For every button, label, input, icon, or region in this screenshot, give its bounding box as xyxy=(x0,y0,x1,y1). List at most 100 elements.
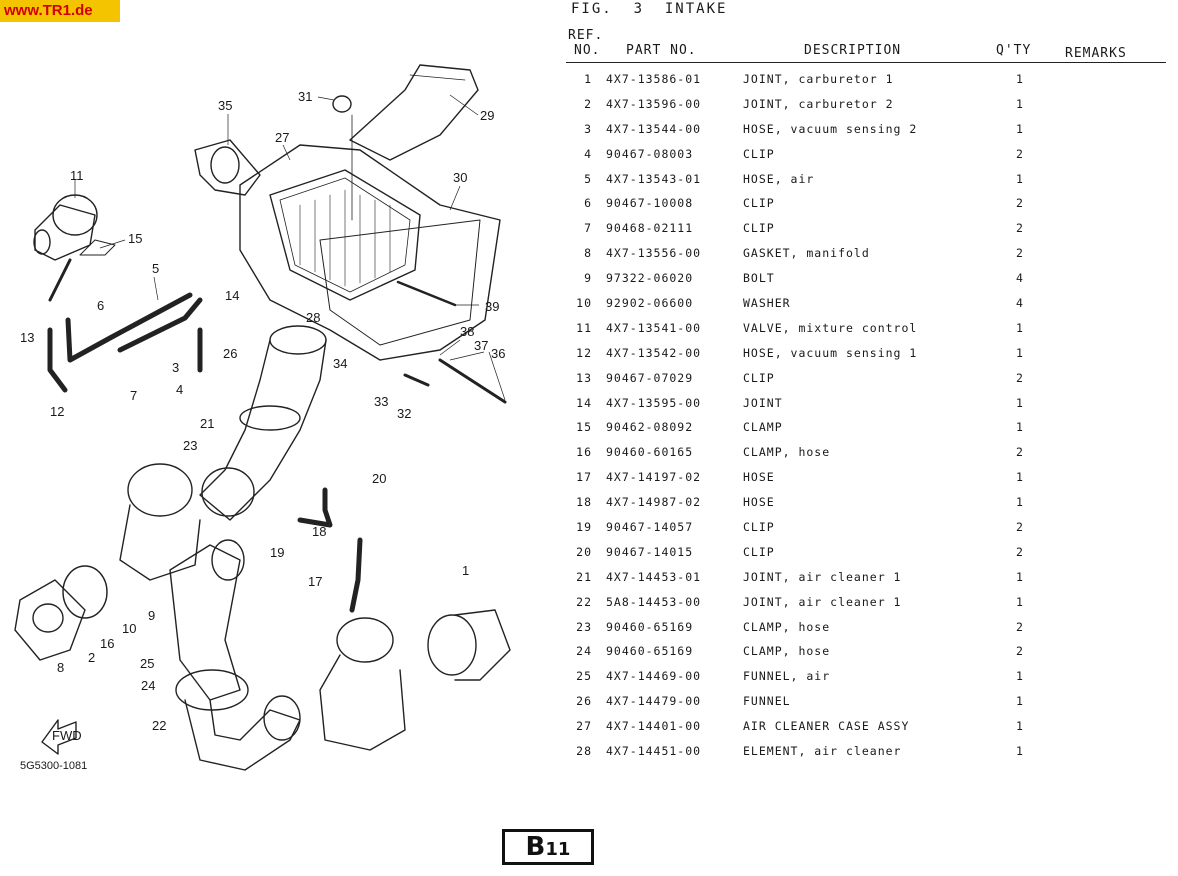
description-cell: CLIP xyxy=(743,146,775,161)
description-cell: CLAMP, hose xyxy=(743,619,831,634)
callout-label: 28 xyxy=(306,310,320,325)
callout-label: 18 xyxy=(312,524,326,539)
callout-label: 20 xyxy=(372,471,386,486)
description-cell: FUNNEL, air xyxy=(743,669,831,684)
callout-label: 35 xyxy=(218,98,232,113)
ref-cell: 10 xyxy=(576,296,592,311)
callout-label: 37 xyxy=(474,338,488,353)
callout-label: 19 xyxy=(270,545,284,560)
qty-cell: 1 xyxy=(1016,72,1024,86)
part-no-cell: 97322-06020 xyxy=(606,271,694,286)
callout-label: 1 xyxy=(462,563,469,578)
qty-cell: 4 xyxy=(1016,271,1024,286)
part-no-cell: 4X7-14469-00 xyxy=(606,669,702,684)
qty-cell: 2 xyxy=(1016,196,1024,211)
callout-label: 25 xyxy=(140,656,154,671)
qty-cell: 1 xyxy=(1016,121,1024,136)
qty-cell: 2 xyxy=(1016,445,1024,460)
description-cell: JOINT, carburetor 2 xyxy=(743,96,894,111)
qty-cell: 1 xyxy=(1016,669,1024,684)
ref-cell: 25 xyxy=(576,669,592,684)
description-cell: JOINT, air cleaner 1 xyxy=(743,594,902,609)
qty-cell: 2 xyxy=(1016,221,1024,236)
part-no-cell: 90468-02111 xyxy=(606,221,694,236)
callout-label: 10 xyxy=(122,621,136,636)
callout-labels: 1234567891011121314151617181920212223242… xyxy=(20,89,505,733)
ref-cell: 9 xyxy=(584,271,592,286)
callout-label: 22 xyxy=(152,718,166,733)
part-no-cell: 4X7-14479-00 xyxy=(606,694,702,709)
qty-cell: 2 xyxy=(1016,644,1024,659)
description-cell: HOSE, vacuum sensing 1 xyxy=(743,345,918,360)
callout-label: 8 xyxy=(57,660,64,675)
ref-cell: 18 xyxy=(576,495,592,510)
callout-label: 14 xyxy=(225,288,239,303)
ref-cell: 20 xyxy=(576,544,592,559)
callout-label: 12 xyxy=(50,404,64,419)
breather-hose xyxy=(297,487,363,613)
qty-cell: 1 xyxy=(1016,420,1024,435)
callout-label: 5 xyxy=(152,261,159,276)
description-cell: JOINT, air cleaner 1 xyxy=(743,569,902,584)
qty-cell: 4 xyxy=(1016,296,1024,311)
description-cell: CLIP xyxy=(743,370,775,385)
svg-text:FWD: FWD xyxy=(52,728,82,743)
qty-cell: 1 xyxy=(1016,495,1024,510)
site-link[interactable]: www.TR1.de xyxy=(0,0,120,22)
part-no-cell: 4X7-13556-00 xyxy=(606,246,702,261)
leader-lines xyxy=(74,94,506,401)
ref-cell: 17 xyxy=(576,470,592,485)
part-no-cell: 4X7-13544-00 xyxy=(606,121,702,136)
description-cell: CLIP xyxy=(743,221,775,236)
description-cell: CLIP xyxy=(743,196,775,211)
callout-label: 23 xyxy=(183,438,197,453)
description-cell: GASKET, manifold xyxy=(743,246,870,261)
air-cleaner-joint xyxy=(199,325,327,521)
header-rule xyxy=(566,62,1166,63)
description-cell: HOSE xyxy=(743,495,775,510)
description-cell: CLIP xyxy=(743,520,775,535)
part-no-cell: 90467-08003 xyxy=(606,146,694,161)
part-no-cell: 4X7-14987-02 xyxy=(606,495,702,510)
header-ref-line2: NO. xyxy=(574,43,601,58)
qty-cell: 2 xyxy=(1016,544,1024,559)
qty-cell: 1 xyxy=(1016,569,1024,584)
description-cell: AIR CLEANER CASE ASSY xyxy=(743,719,910,734)
description-cell: CLAMP xyxy=(743,420,783,435)
callout-label: 34 xyxy=(333,356,347,371)
qty-cell: 2 xyxy=(1016,370,1024,385)
description-cell: WASHER xyxy=(743,296,791,311)
ref-cell: 26 xyxy=(576,694,592,709)
qty-cell: 1 xyxy=(1016,594,1024,609)
ref-cell: 28 xyxy=(576,744,592,759)
air-funnel xyxy=(169,539,301,771)
diagram-code: 5G5300-1081 xyxy=(20,760,88,772)
ref-cell: 19 xyxy=(576,520,592,535)
qty-cell: 1 xyxy=(1016,744,1024,759)
qty-cell: 1 xyxy=(1016,395,1024,410)
part-no-cell: 90460-65169 xyxy=(606,619,694,634)
description-cell: JOINT xyxy=(743,395,783,410)
callout-label: 2 xyxy=(88,650,95,665)
forward-arrow-icon xyxy=(41,719,77,755)
air-cleaner-case xyxy=(239,144,501,361)
carburetor-bodies xyxy=(119,463,406,751)
callout-label: 33 xyxy=(374,394,388,409)
ref-cell: 5 xyxy=(584,171,592,186)
callout-label: 3 xyxy=(172,360,179,375)
header-qty: Q'TY xyxy=(996,43,1032,58)
qty-cell: 1 xyxy=(1016,694,1024,709)
